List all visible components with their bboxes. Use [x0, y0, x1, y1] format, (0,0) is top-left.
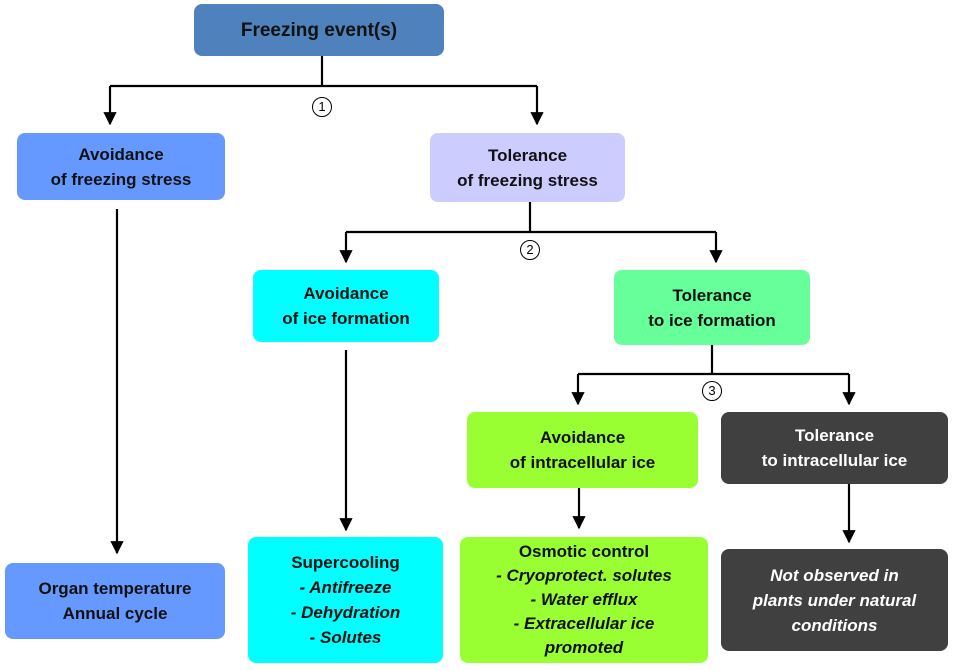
node-freezing-events: Freezing event(s): [194, 4, 444, 56]
node-text-line: - Cryoprotect. solutes: [496, 566, 672, 585]
node-text-line: Not observed in: [770, 565, 899, 585]
marker-1: 1: [312, 97, 332, 117]
node-osmotic-control: Osmotic control - Cryoprotect. solutes - W…: [460, 537, 708, 663]
node-text-line: to intracellular ice: [761, 451, 908, 470]
node-text-line: to ice formation: [648, 310, 776, 330]
node-text-line: - Antifreeze: [299, 578, 392, 597]
marker-3: 3: [702, 381, 722, 401]
node-text-line: - Water efflux: [530, 590, 638, 609]
node-not-observed: Not observed in plants under natural condi…: [721, 549, 948, 651]
node-text-line: Tolerance: [487, 145, 568, 165]
node-text-line: Supercooling: [291, 553, 400, 572]
node-text-line: conditions: [791, 615, 878, 635]
node-text-line: promoted: [544, 638, 624, 657]
node-text-line: - Extracellular ice: [513, 614, 655, 633]
node-supercooling: Supercooling - Antifreeze - Dehydration - S…: [248, 537, 443, 663]
node-text-line: - Solutes: [309, 628, 382, 647]
node-text-line: of intracellular ice: [509, 453, 656, 472]
node-text-line: Organ temperature: [38, 579, 192, 598]
node-text-line: Osmotic control: [518, 542, 650, 561]
node-text-line: Avoidance: [303, 284, 389, 303]
node-text-line: Tolerance: [794, 426, 875, 445]
node-text-line: of freezing stress: [457, 170, 598, 190]
node-text-line: of ice formation: [282, 309, 410, 328]
node-text-line: Annual cycle: [62, 604, 168, 623]
node-tol-ice-formation: Tolerance to ice formation: [614, 270, 810, 345]
node-text-line: - Dehydration: [290, 603, 401, 622]
node-text-line: Tolerance: [672, 285, 752, 305]
marker-2: 2: [520, 240, 540, 260]
node-avoid-intracellular-ice: Avoidance of intracellular ice: [467, 412, 698, 488]
node-avoid-ice-formation: Avoidance of ice formation: [253, 270, 439, 342]
node-text-line: Avoidance: [78, 144, 164, 164]
node-avoid-freezing-stress: Avoidance of freezing stress: [17, 133, 225, 200]
node-tol-freezing-stress: Tolerance of freezing stress: [430, 133, 625, 202]
node-text-line: Avoidance: [539, 428, 626, 447]
node-text-line: Freezing event(s): [240, 19, 398, 41]
node-text-line: plants under natural: [752, 590, 917, 610]
node-tol-intracellular-ice: Tolerance to intracellular ice: [721, 412, 948, 484]
node-text-line: of freezing stress: [50, 169, 192, 189]
